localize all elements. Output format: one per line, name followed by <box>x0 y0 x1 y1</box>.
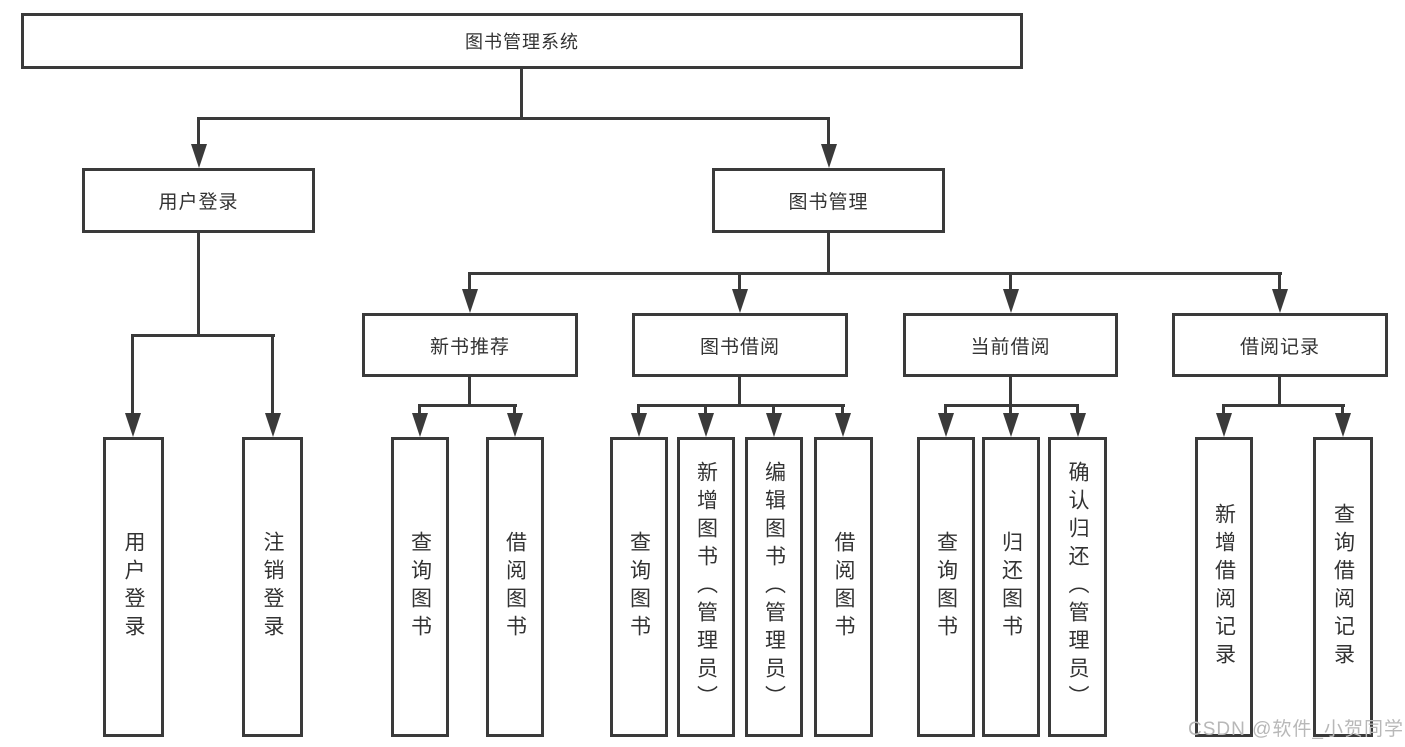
connector-level2-rail <box>197 117 830 120</box>
watermark: CSDN @软件_小贺同学 <box>1188 719 1404 740</box>
connector-borrowing-trunk <box>738 375 741 406</box>
arrow-to-leaf-edit-books <box>772 404 775 413</box>
connector-recommend-trunk <box>468 375 471 406</box>
arrow-to-leaf-add-books <box>704 404 707 413</box>
arrow-to-user-login <box>197 117 200 144</box>
arrow-to-leaf-query-books-2 <box>637 404 640 413</box>
leaf-confirm-return-admin: 确认归还（管理员） <box>1048 437 1107 737</box>
connector-recommend-rail <box>418 404 517 407</box>
arrow-to-leaf-logout <box>271 334 274 413</box>
leaf-user-login: 用户登录 <box>103 437 164 737</box>
leaf-return-books: 归还图书 <box>982 437 1040 737</box>
arrow-to-new-book-recommendation <box>468 272 471 289</box>
arrow-to-leaf-query-books-1 <box>418 404 421 413</box>
leaf-borrow-books-recommend: 借阅图书 <box>486 437 544 737</box>
node-borrowing-records: 借阅记录 <box>1172 313 1388 377</box>
node-user-login: 用户登录 <box>82 168 315 233</box>
node-new-book-recommendation: 新书推荐 <box>362 313 578 377</box>
connector-level3-rail <box>468 272 1282 275</box>
connector-current-trunk <box>1009 375 1012 406</box>
arrow-to-book-management <box>827 117 830 144</box>
node-root: 图书管理系统 <box>21 13 1023 69</box>
leaf-query-books-borrowing: 查询图书 <box>610 437 668 737</box>
node-book-management: 图书管理 <box>712 168 945 233</box>
arrow-to-leaf-query-borrow-record <box>1341 404 1344 413</box>
arrow-to-leaf-query-books-3 <box>944 404 947 413</box>
arrow-to-leaf-user-login <box>131 334 134 413</box>
arrow-to-leaf-confirm-return <box>1076 404 1079 413</box>
connector-user-login-rail <box>131 334 275 337</box>
node-current-borrowing: 当前借阅 <box>903 313 1118 377</box>
leaf-query-borrow-record: 查询借阅记录 <box>1313 437 1373 737</box>
arrow-to-leaf-borrow-books-1 <box>513 404 516 413</box>
arrow-to-leaf-borrow-books-2 <box>841 404 844 413</box>
leaf-add-books-admin: 新增图书（管理员） <box>677 437 735 737</box>
leaf-borrow-books-borrowing: 借阅图书 <box>814 437 873 737</box>
node-book-borrowing: 图书借阅 <box>632 313 848 377</box>
leaf-logout: 注销登录 <box>242 437 303 737</box>
connector-records-rail <box>1222 404 1345 407</box>
connector-root-trunk <box>520 66 523 119</box>
arrow-to-leaf-return-books <box>1009 404 1012 413</box>
leaf-query-books-recommend: 查询图书 <box>391 437 449 737</box>
leaf-add-borrow-record: 新增借阅记录 <box>1195 437 1253 737</box>
connector-records-trunk <box>1278 375 1281 406</box>
arrow-to-current-borrowing <box>1009 272 1012 289</box>
arrow-to-borrowing-records <box>1278 272 1281 289</box>
leaf-query-books-current: 查询图书 <box>917 437 975 737</box>
connector-book-management-trunk <box>827 231 830 275</box>
arrow-to-leaf-add-borrow-record <box>1222 404 1225 413</box>
arrow-to-book-borrowing <box>738 272 741 289</box>
connector-user-login-trunk <box>197 231 200 337</box>
leaf-edit-books-admin: 编辑图书（管理员） <box>745 437 803 737</box>
connector-borrowing-rail <box>637 404 845 407</box>
